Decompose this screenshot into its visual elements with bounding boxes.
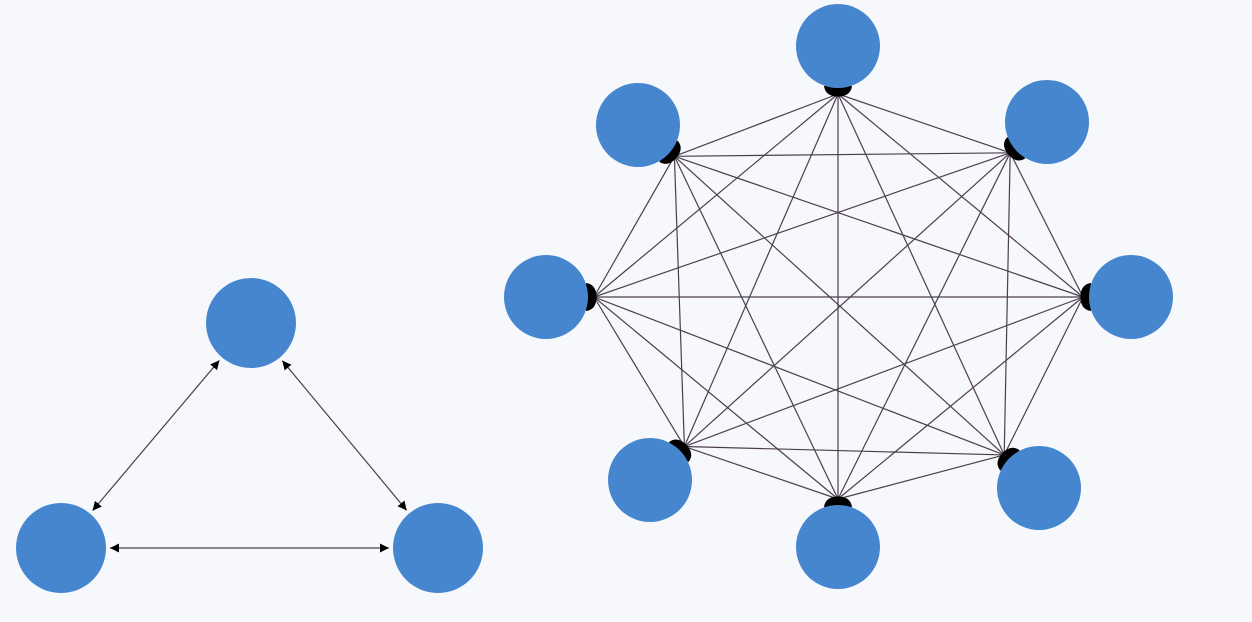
octagon-edge (593, 93, 839, 298)
octagon-graph (504, 4, 1173, 589)
octagon-edge (674, 93, 839, 157)
triangle-graph (16, 278, 483, 593)
triangle-edges (92, 360, 408, 553)
node-circle (16, 503, 106, 593)
octagon-edge (593, 152, 1011, 298)
node-circle (608, 438, 692, 522)
octagon-edge (683, 93, 839, 447)
octagon-edge (684, 296, 1084, 448)
node-circle (796, 505, 880, 589)
octagon-edge (837, 454, 1005, 500)
octagon-edge (1003, 152, 1011, 455)
octagon-edge (674, 152, 1011, 157)
octagon-edge (674, 155, 1084, 298)
octagon-edge (1009, 152, 1084, 298)
octagon-edge (1003, 296, 1084, 456)
octagon-arrow-hubs (586, 86, 1091, 507)
octagon-edge (673, 156, 839, 500)
node-circle (596, 83, 680, 167)
node-circle (504, 255, 588, 339)
node-circle (796, 4, 880, 88)
node-circle (206, 278, 296, 368)
octagon-edge (593, 296, 685, 447)
arrowhead-cluster (824, 496, 852, 507)
arrowhead-cluster (586, 283, 597, 311)
octagon-edge (673, 155, 1005, 456)
octagon-edge (683, 152, 1011, 447)
octagon-edge (593, 156, 675, 298)
octagon-edges (593, 93, 1084, 500)
octagon-edge (837, 296, 1084, 500)
node-circle (997, 446, 1081, 530)
octagon-edge (837, 93, 1011, 154)
octagon-edge (684, 445, 1005, 456)
octagon-edge (593, 296, 1005, 456)
node-circle (1005, 80, 1089, 164)
triangle-edge (92, 360, 220, 511)
triangle-nodes (16, 278, 483, 593)
octagon-edge (593, 296, 839, 500)
node-circle (1089, 255, 1173, 339)
triangle-edge (281, 360, 408, 511)
node-circle (393, 503, 483, 593)
octagon-edge (837, 93, 1084, 298)
octagon-nodes (504, 4, 1173, 589)
arrowhead-cluster (824, 86, 852, 97)
octagon-edge (673, 156, 685, 447)
arrowhead-cluster (1080, 283, 1091, 311)
octagon-edge (684, 445, 839, 500)
octagon-edge (837, 152, 1011, 500)
